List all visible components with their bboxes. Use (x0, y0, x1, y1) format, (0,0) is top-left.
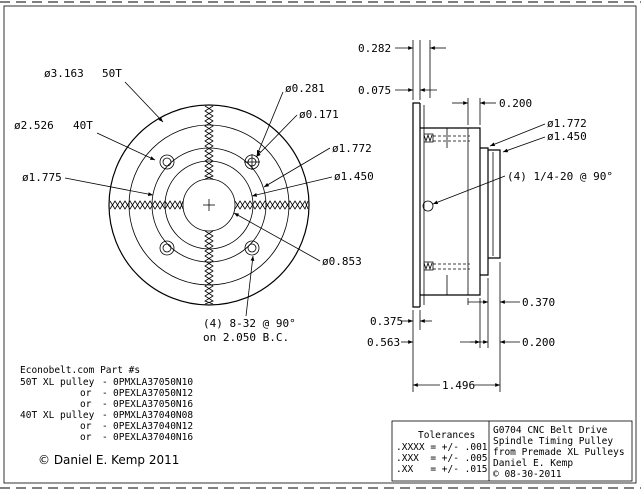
leader-2526 (96, 132, 156, 161)
label-dim-0200-top: 0.200 (499, 97, 532, 110)
circle-1450 (164, 160, 254, 250)
side-radial-hole (422, 200, 434, 212)
bolt-note-line2: on 2.050 B.C. (203, 331, 289, 344)
circle-0853 (182, 178, 236, 232)
parts-row-label: or (80, 399, 92, 410)
sheet-border (3, 5, 637, 484)
label-dim-0200-bottom: 0.200 (522, 336, 555, 349)
side-shoulder (480, 147, 489, 276)
leader-832 (245, 255, 255, 317)
parts-row-part: 0PEXLA37050N12 (113, 388, 193, 399)
bolt-hole-br (244, 240, 260, 256)
title-line: from Premade XL Pulleys (493, 447, 625, 458)
parts-row: or - 0PEXLA37050N12 (80, 388, 193, 399)
parts-header: Econobelt.com Part #s (20, 365, 140, 376)
side-view: 0.282 0.075 0.200 ø1.772 ø1.450 (4) 1/4-… (358, 40, 613, 392)
title-line: Daniel E. Kemp (493, 458, 573, 469)
label-40t: 40T (73, 119, 93, 132)
leader-side-1772 (489, 123, 546, 147)
label-tap-note: (4) 1/4-20 @ 90° (507, 170, 613, 183)
zigzag-bottom-b (204, 230, 214, 305)
copyright: © Daniel E. Kemp 2011 (38, 453, 179, 467)
bolt-hole-bl (159, 240, 175, 256)
label-dia-0281: ø0.281 (285, 82, 325, 95)
parts-row-label: 40T XL pulley (20, 410, 95, 421)
label-side-dia-1450: ø1.450 (547, 130, 587, 143)
parts-row-label: or (80, 421, 92, 432)
label-side-dia-1772: ø1.772 (547, 117, 587, 130)
leader-1775 (64, 177, 154, 196)
tolerance-row: .XXX = +/- .005 (396, 453, 488, 464)
side-tap-top (423, 133, 470, 143)
parts-row-sep: - (102, 421, 108, 432)
parts-row-part: 0PEXLA37040N12 (113, 421, 193, 432)
parts-row-part: 0PMXLA37040N08 (113, 410, 193, 421)
side-pilot (488, 149, 501, 259)
part-numbers: Econobelt.com Part #s 50T XL pulley - 0P… (20, 365, 193, 443)
leader-1772 (263, 147, 331, 188)
leader-1450 (251, 176, 333, 197)
parts-row-sep: - (102, 388, 108, 399)
title-block: Tolerances .XXXX = +/- .001 .XXX = +/- .… (391, 420, 633, 482)
bolt-note-line1: (4) 8-32 @ 90° (203, 317, 296, 330)
circle-40t-od (128, 124, 290, 286)
label-dim-0075: 0.075 (358, 84, 391, 97)
label-dim-0375: 0.375 (370, 315, 403, 328)
label-dia-0853: ø0.853 (322, 255, 362, 268)
label-dim-0370: 0.370 (522, 296, 555, 309)
parts-row: 40T XL pulley - 0PMXLA37040N08 (20, 410, 193, 421)
bolt-hole-bl-inner (162, 243, 172, 253)
parts-row: or - 0PEXLA37040N16 (80, 432, 193, 443)
leader-0171 (255, 114, 298, 158)
bolt-hole-tl-inner (162, 157, 172, 167)
leader-0853 (233, 212, 321, 262)
side-tap-bottom (423, 261, 470, 271)
label-dim-1496: 1.496 (442, 379, 475, 392)
tolerance-row: .XX = +/- .015 (396, 464, 488, 475)
drawing-date: © 08-30-2011 (493, 469, 562, 480)
parts-row: 50T XL pulley - 0PMXLA37050N10 (20, 377, 193, 388)
circle-50t-od (108, 104, 310, 306)
leader-0281 (256, 91, 284, 156)
parts-row-label: or (80, 388, 92, 399)
label-dim-0563: 0.563 (367, 336, 400, 349)
label-dia-1775: ø1.775 (22, 171, 62, 184)
tolerance-header: Tolerances (418, 430, 475, 441)
circle-1775 (151, 147, 267, 263)
label-dia-0171: ø0.171 (299, 108, 339, 121)
label-dia-1450: ø1.450 (334, 170, 374, 183)
title-line: G0704 CNC Belt Drive (493, 425, 608, 436)
label-dim-0282: 0.282 (358, 42, 391, 55)
label-dia-2526: ø2.526 (14, 119, 54, 132)
leader-side-1450 (502, 136, 546, 153)
parts-row-sep: - (102, 399, 108, 410)
zigzag-top-b (204, 105, 214, 180)
tolerance-row: .XXXX = +/- .001 (396, 442, 488, 453)
side-hub-outline (420, 127, 481, 296)
parts-row-sep: - (102, 432, 108, 443)
parts-row: or - 0PEXLA37050N16 (80, 399, 193, 410)
side-flange-outline (412, 102, 420, 308)
label-50t: 50T (102, 67, 122, 80)
parts-row-label: 50T XL pulley (20, 377, 95, 388)
parts-row-part: 0PMXLA37050N10 (113, 377, 193, 388)
parts-row: or - 0PEXLA37040N12 (80, 421, 193, 432)
parts-row-sep: - (102, 377, 108, 388)
label-dia-1772: ø1.772 (332, 142, 372, 155)
zigzag-left-b (109, 200, 184, 210)
zigzag-right-b (234, 200, 309, 210)
parts-row-part: 0PEXLA37040N16 (113, 432, 193, 443)
parts-row-part: 0PEXLA37050N16 (113, 399, 193, 410)
parts-row-label: or (80, 432, 92, 443)
title-line: Spindle Timing Pulley (493, 436, 613, 447)
front-view: ø3.163 50T ø2.526 40T ø1.775 ø0.281 ø0.1… (14, 67, 374, 344)
leader-3163 (124, 81, 164, 123)
label-dia-3163: ø3.163 (44, 67, 84, 80)
bolt-hole-br-inner (247, 243, 257, 253)
leader-tap (432, 175, 506, 205)
bolt-hole-tl (159, 154, 175, 170)
parts-row-sep: - (102, 410, 108, 421)
